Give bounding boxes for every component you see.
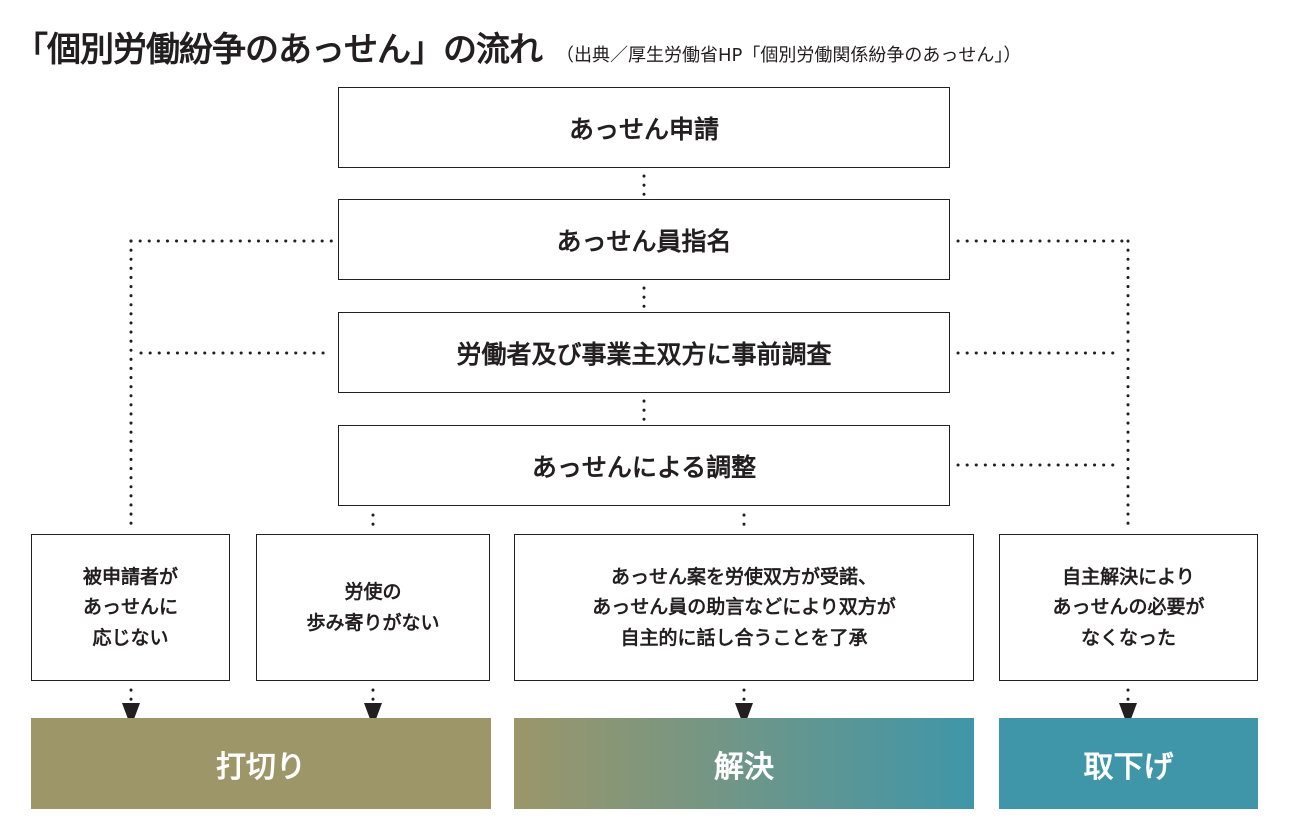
arrowhead-3 [735, 703, 753, 727]
outcome-settlement-accepted: あっせん案を労使双方が受諾、 あっせん員の助言などにより双方が 自主的に話し合う… [514, 534, 974, 681]
arrowhead-4 [1119, 703, 1137, 727]
result-termination: 打切り [31, 718, 491, 809]
step-mediation-adjustment: あっせんによる調整 [338, 425, 950, 506]
step-mediator-appointment: あっせん員指名 [338, 199, 950, 280]
arrowhead-2 [364, 703, 382, 727]
outcome-respondent-refuses: 被申請者が あっせんに 応じない [31, 534, 230, 681]
outcome-no-compromise: 労使の 歩み寄りがない [256, 534, 490, 681]
result-resolution: 解決 [514, 718, 974, 809]
arrowhead-1 [122, 703, 140, 727]
header: 「個別労働紛争のあっせん」の流れ （出典／厚生労働省HP「個別労働関係紛争のあっせ… [14, 22, 1021, 71]
page-title: 「個別労働紛争のあっせん」の流れ [14, 30, 543, 70]
result-withdrawal: 取下げ [999, 718, 1258, 809]
step-application: あっせん申請 [338, 87, 950, 168]
outcome-self-resolved: 自主解決により あっせんの必要が なくなった [999, 534, 1258, 681]
step-preliminary-investigation: 労働者及び事業主双方に事前調査 [338, 312, 950, 393]
source-note: （出典／厚生労働省HP「個別労働関係紛争のあっせん」） [556, 45, 1022, 66]
